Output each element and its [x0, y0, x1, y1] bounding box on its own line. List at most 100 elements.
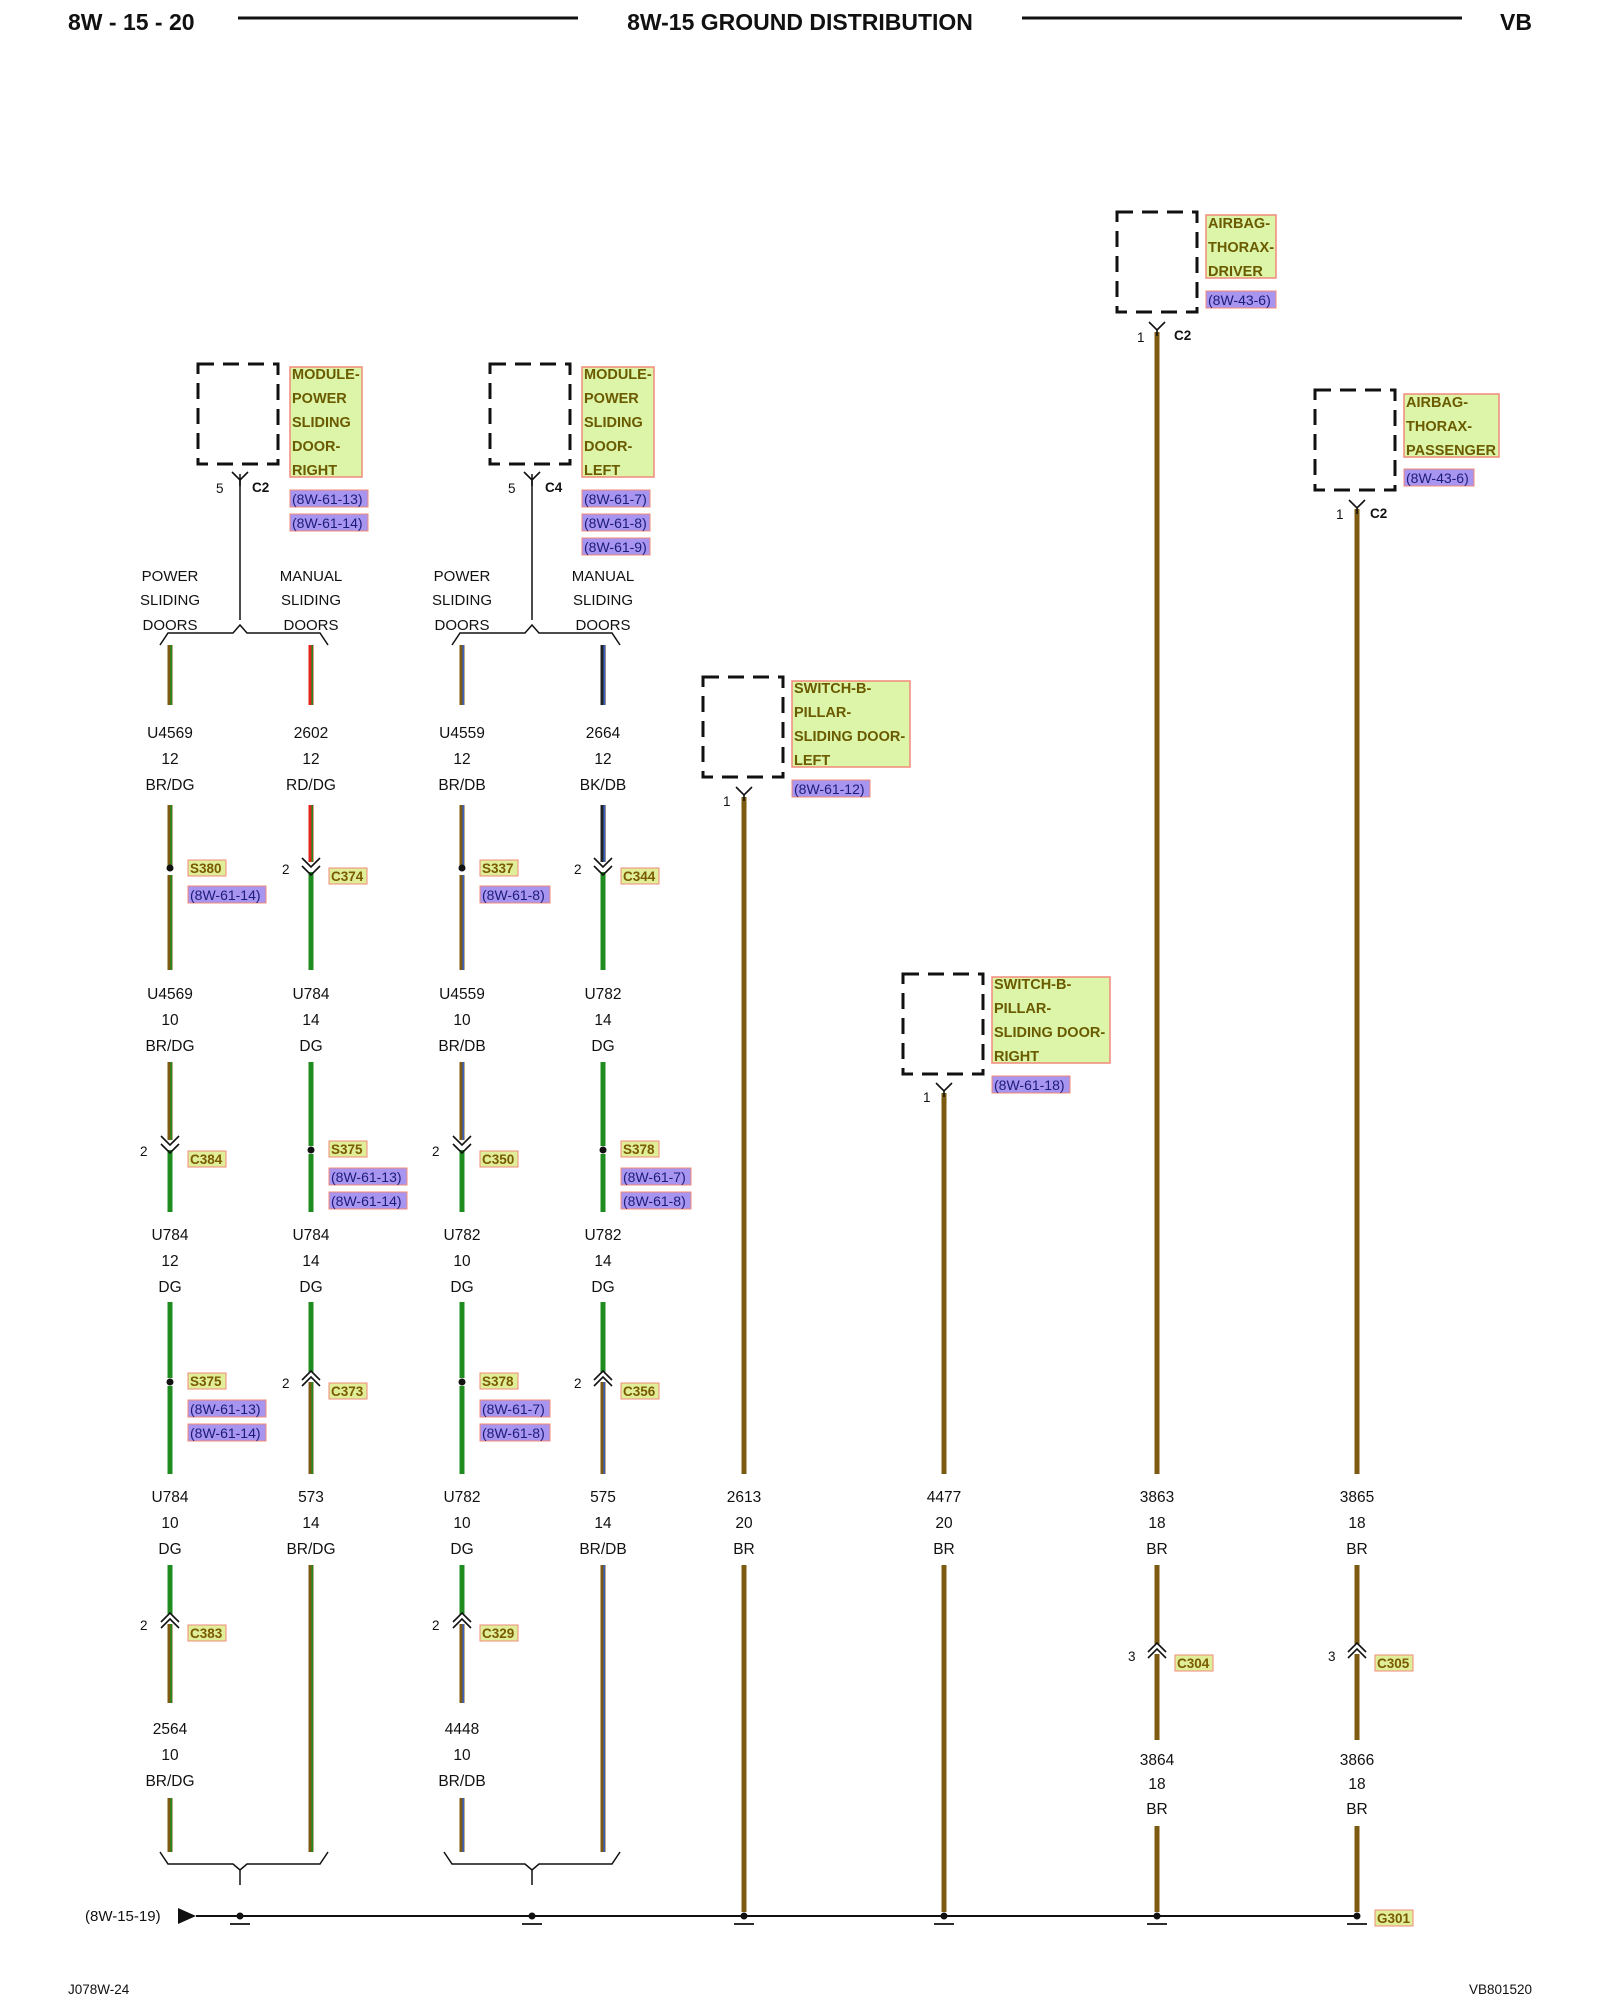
- svg-text:BK/DB: BK/DB: [580, 777, 627, 794]
- component-airbag-thorax-driver[interactable]: AIRBAG- THORAX- DRIVER (8W-43-6): [1115, 210, 1277, 314]
- ground-splice-node: [934, 1912, 954, 1925]
- ground-splice-node: [522, 1912, 542, 1925]
- component-module-power-sliding-door-right[interactable]: MODULE- POWER SLIDING DOOR- RIGHT (8W-61…: [196, 362, 369, 532]
- wire-segment: [459, 875, 465, 970]
- svg-text:10: 10: [161, 1515, 179, 1532]
- component-label-line: PILLAR-: [794, 705, 851, 721]
- wire-segment: [308, 805, 314, 862]
- svg-text:DG: DG: [299, 1279, 322, 1296]
- svg-text:U782: U782: [443, 1227, 480, 1244]
- connector-chevron: [452, 1611, 472, 1629]
- splice-dot: [599, 1146, 607, 1154]
- component-label-line: SLIDING: [584, 415, 643, 431]
- component-switch-b-pillar-sliding-door-right[interactable]: SWITCH-B- PILLAR- SLIDING DOOR- RIGHT (8…: [901, 972, 1111, 1094]
- svg-text:14: 14: [302, 1515, 320, 1532]
- component-airbag-thorax-passenger[interactable]: AIRBAG- THORAX- PASSENGER (8W-43-6): [1313, 388, 1500, 492]
- svg-text:C350: C350: [482, 1152, 514, 1167]
- connector-id: C2: [252, 480, 269, 495]
- component-ref-link[interactable]: (8W-61-18): [994, 1077, 1065, 1093]
- svg-text:U4569: U4569: [147, 725, 193, 742]
- splice-S378[interactable]: S378 (8W-61-7) (8W-61-8): [620, 1140, 692, 1210]
- svg-text:10: 10: [453, 1747, 471, 1764]
- svg-text:2664: 2664: [586, 725, 621, 742]
- splice-S375[interactable]: S375 (8W-61-13) (8W-61-14): [187, 1372, 267, 1442]
- svg-text:(8W-61-8): (8W-61-8): [482, 887, 545, 903]
- wire-segment: [167, 1798, 173, 1852]
- component-ref-link[interactable]: (8W-61-14): [292, 515, 363, 531]
- svg-text:BR: BR: [1146, 1541, 1168, 1558]
- svg-text:575: 575: [590, 1489, 616, 1506]
- component-ref-link[interactable]: (8W-61-12): [794, 781, 865, 797]
- component-ref-link[interactable]: (8W-61-9): [584, 539, 647, 555]
- svg-text:10: 10: [453, 1515, 471, 1532]
- component-ref-link[interactable]: (8W-43-6): [1406, 470, 1469, 486]
- svg-text:DG: DG: [450, 1541, 473, 1558]
- option-label: DOORS: [434, 617, 489, 634]
- component-ref-link[interactable]: (8W-43-6): [1208, 292, 1271, 308]
- svg-text:14: 14: [302, 1253, 320, 1270]
- component-ref-link[interactable]: (8W-61-13): [292, 491, 363, 507]
- svg-text:18: 18: [1348, 1776, 1365, 1793]
- component-module-power-sliding-door-left[interactable]: MODULE- POWER SLIDING DOOR- LEFT (8W-61-…: [488, 362, 655, 556]
- connector-chevron: [301, 857, 321, 877]
- svg-text:(8W-61-13): (8W-61-13): [190, 1401, 261, 1417]
- wire-segment: [308, 645, 314, 705]
- svg-text:20: 20: [935, 1515, 953, 1532]
- svg-text:C383: C383: [190, 1626, 223, 1641]
- option-brackets: POWER SLIDING DOORS MANUAL SLIDING DOORS…: [140, 474, 634, 646]
- component-ref-link[interactable]: (8W-61-8): [584, 515, 647, 531]
- svg-text:10: 10: [161, 1012, 179, 1029]
- component-label-line: THORAX-: [1208, 240, 1274, 256]
- svg-text:14: 14: [594, 1515, 612, 1532]
- svg-text:10: 10: [453, 1012, 471, 1029]
- wire-segment: [308, 1565, 314, 1852]
- svg-text:3865: 3865: [1340, 1489, 1374, 1506]
- component-label-line: SWITCH-B-: [994, 977, 1071, 993]
- svg-text:18: 18: [1348, 1515, 1365, 1532]
- wire-segment: [459, 1624, 465, 1703]
- footer-left-code: J078W-24: [68, 1982, 130, 1997]
- svg-text:(8W-61-14): (8W-61-14): [190, 887, 261, 903]
- splice-S337[interactable]: S337 (8W-61-8): [479, 859, 551, 904]
- vehicle-code: VB: [1500, 9, 1532, 35]
- splice-S380[interactable]: S380 (8W-61-14): [187, 859, 267, 904]
- svg-text:(8W-61-8): (8W-61-8): [482, 1425, 545, 1441]
- component-switch-b-pillar-sliding-door-left[interactable]: SWITCH-B- PILLAR- SLIDING DOOR- LEFT (8W…: [701, 675, 911, 798]
- svg-text:2: 2: [574, 862, 582, 877]
- option-label: SLIDING: [140, 592, 200, 609]
- splice-dot: [458, 1378, 466, 1386]
- component-label-line: THORAX-: [1406, 419, 1472, 435]
- svg-text:BR: BR: [933, 1541, 955, 1558]
- svg-text:S375: S375: [190, 1374, 222, 1389]
- splice-S378[interactable]: S378 (8W-61-7) (8W-61-8): [479, 1372, 551, 1442]
- component-label-line: PILLAR-: [994, 1001, 1051, 1017]
- component-ref-link[interactable]: (8W-61-7): [584, 491, 647, 507]
- svg-text:U784: U784: [151, 1489, 188, 1506]
- ground-ref-link[interactable]: (8W-15-19): [85, 1908, 161, 1925]
- splice-S375[interactable]: S375 (8W-61-13) (8W-61-14): [328, 1140, 408, 1210]
- connector-C344[interactable]: 2 C344: [574, 862, 660, 885]
- ground-point-G301[interactable]: G301: [1374, 1909, 1414, 1927]
- svg-text:DG: DG: [591, 1038, 614, 1055]
- pin-number: 5: [508, 481, 516, 496]
- component-label-line: SLIDING DOOR-: [994, 1025, 1105, 1041]
- svg-text:C344: C344: [623, 869, 656, 884]
- bottom-brackets: [159, 1851, 621, 1885]
- svg-text:U4559: U4559: [439, 986, 485, 1003]
- svg-text:20: 20: [735, 1515, 753, 1532]
- wire-segment: [600, 805, 606, 862]
